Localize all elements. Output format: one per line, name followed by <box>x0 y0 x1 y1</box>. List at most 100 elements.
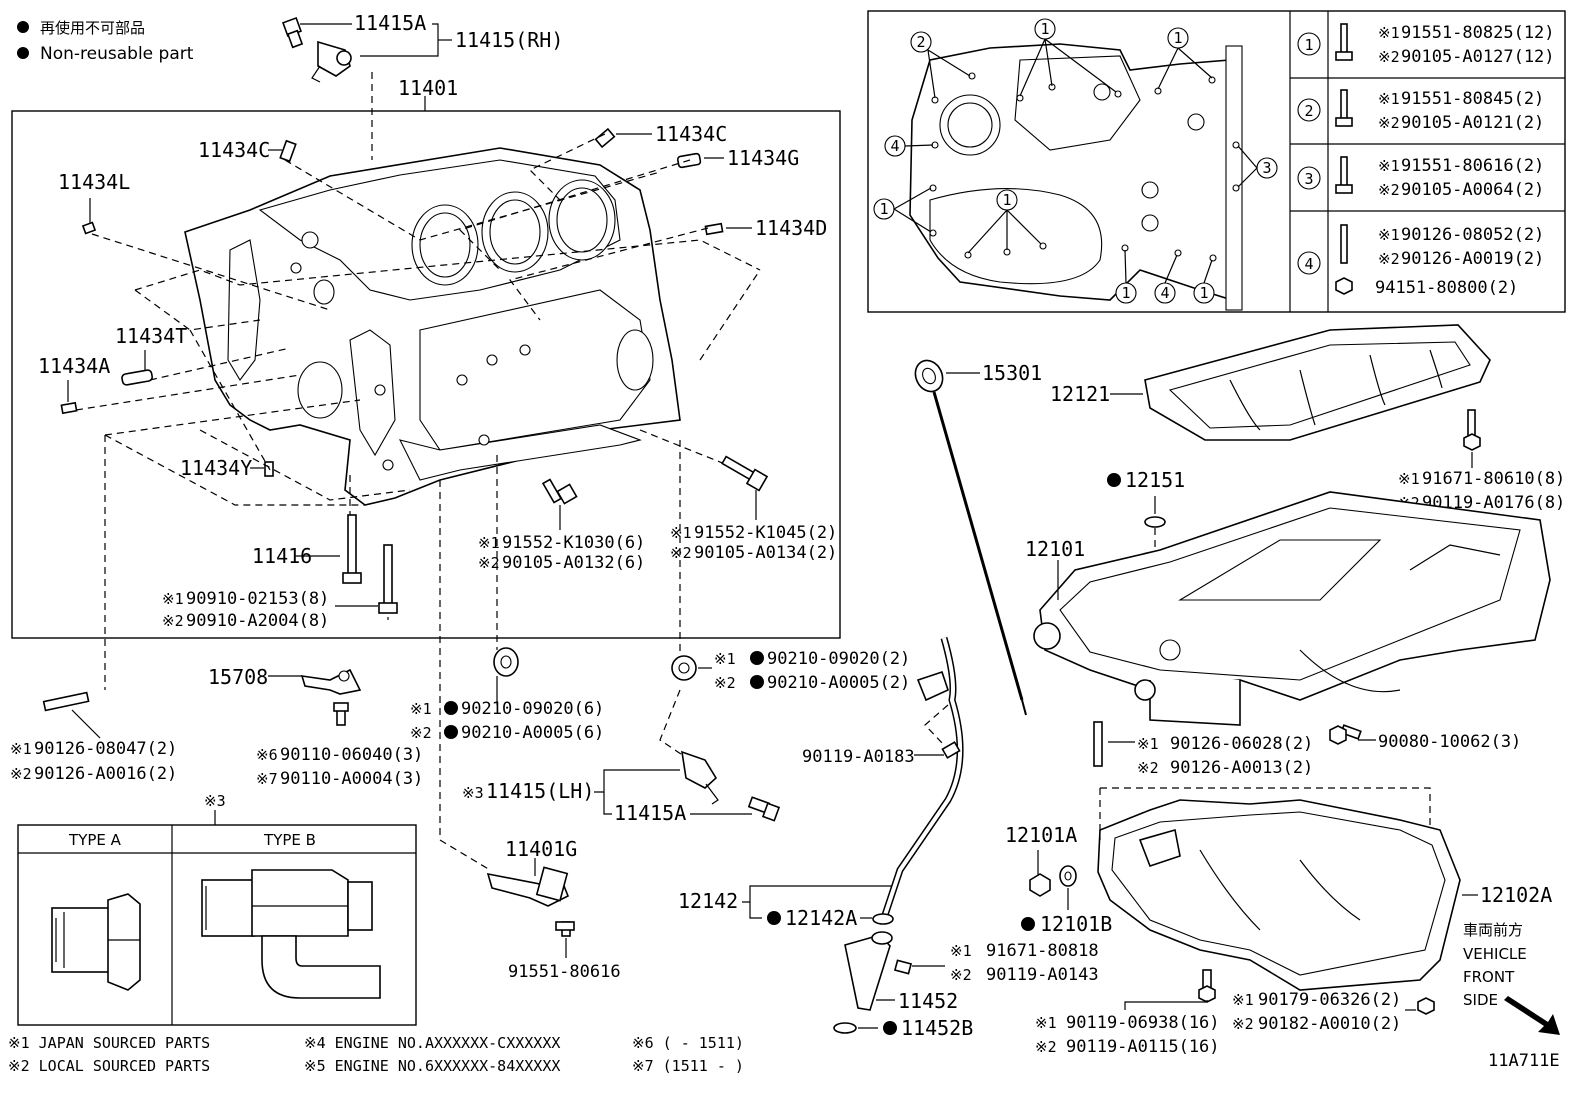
svg-text:90910-A2004(8): 90910-A2004(8) <box>186 611 329 631</box>
svg-text:90105-A0134(2): 90105-A0134(2) <box>694 543 837 563</box>
svg-text:12151: 12151 <box>1125 468 1185 492</box>
label-11401: 11401 <box>398 76 458 100</box>
washer-90210-2: ※1 90210-09020(2) ※2 90210-A0005(2) <box>671 649 910 693</box>
label-11434D: 11434D <box>755 216 827 240</box>
svg-text:90119-A0183: 90119-A0183 <box>802 747 915 767</box>
svg-text:4: 4 <box>1160 284 1169 302</box>
svg-text:90179-06326(2): 90179-06326(2) <box>1258 990 1401 1010</box>
svg-text:90910-02153(8): 90910-02153(8) <box>186 589 329 609</box>
svg-text:2: 2 <box>916 33 925 51</box>
svg-text:※2: ※2 <box>670 544 692 562</box>
svg-text:90105-A0132(6): 90105-A0132(6) <box>502 553 645 573</box>
svg-text:4: 4 <box>890 137 899 155</box>
label-11434A: 11434A <box>38 354 110 378</box>
svg-text:※1: ※1 <box>10 740 32 758</box>
pipe-11452: 11452 11452B ※1 91671-80818 ※2 90119-A01… <box>833 931 1099 1040</box>
svg-text:※2: ※2 <box>950 966 972 984</box>
svg-text:※1: ※1 <box>1378 90 1400 108</box>
svg-text:12142: 12142 <box>678 889 738 913</box>
svg-text:90210-A0005(2): 90210-A0005(2) <box>767 673 910 693</box>
legend-en: Non-reusable part <box>40 44 194 64</box>
block-dashed-guides <box>75 133 761 520</box>
callout-91552-K1045: ※1 91552-K1045(2) ※2 90105-A0134(2) <box>670 490 837 563</box>
svg-text:91671-80610(8): 91671-80610(8) <box>1422 469 1565 489</box>
label-11416: 11416 <box>252 544 312 568</box>
svg-text:90119-A0176(8): 90119-A0176(8) <box>1422 493 1565 513</box>
svg-text:※2: ※2 <box>1378 48 1400 66</box>
svg-text:90105-A0127(12): 90105-A0127(12) <box>1401 47 1555 67</box>
sensor-11401G: 11401G 91551-80616 <box>486 837 621 982</box>
svg-text:※2: ※2 <box>1378 181 1400 199</box>
upper-oil-pan-12101: 12101 <box>1025 491 1551 726</box>
footnote-2: ※2 LOCAL SOURCED PARTS <box>8 1057 210 1075</box>
label-11434G: 11434G <box>727 146 799 170</box>
footnotes: ※1 JAPAN SOURCED PARTS ※2 LOCAL SOURCED … <box>8 1034 744 1075</box>
svg-text:※2: ※2 <box>1137 759 1159 777</box>
label-11415RH: 11415(RH) <box>455 28 563 52</box>
svg-text:90126-08052(2): 90126-08052(2) <box>1401 225 1544 245</box>
legend-jp: 再使用不可部品 <box>40 19 145 37</box>
svg-text:91671-80818: 91671-80818 <box>986 941 1099 961</box>
svg-text:※2: ※2 <box>10 765 32 783</box>
svg-text:90105-A0121(2): 90105-A0121(2) <box>1401 113 1544 133</box>
svg-text:90126-A0019(2): 90126-A0019(2) <box>1401 249 1544 269</box>
label-11434C-a: 11434C <box>198 138 270 162</box>
svg-text:※7: ※7 <box>256 770 278 788</box>
svg-text:※1: ※1 <box>670 524 692 542</box>
svg-text:※1: ※1 <box>1232 991 1254 1009</box>
footnote-4: ※4 ENGINE NO.AXXXXXX-CXXXXXX <box>304 1034 560 1052</box>
washer-90210-6: ※1 90210-09020(6) ※2 90210-A0005(6) <box>410 647 604 743</box>
svg-text:※1: ※1 <box>162 590 184 608</box>
svg-text:15301: 15301 <box>982 361 1042 385</box>
svg-text:11415(LH): 11415(LH) <box>486 779 594 803</box>
svg-text:※2: ※2 <box>1378 114 1400 132</box>
svg-text:1: 1 <box>1199 284 1208 302</box>
type-box: ※3 TYPE A TYPE B <box>17 792 417 1026</box>
svg-text:12121: 12121 <box>1050 382 1110 406</box>
svg-text:3: 3 <box>1304 170 1313 188</box>
front-arrow-icon <box>1504 996 1560 1035</box>
svg-text:※3: ※3 <box>462 784 484 802</box>
svg-text:2: 2 <box>1304 102 1313 120</box>
svg-text:※1: ※1 <box>1398 470 1420 488</box>
label-11415A-top: 11415A <box>354 11 426 35</box>
drain-plug-12101A: 12101A 12101B <box>1005 823 1112 936</box>
svg-text:※1: ※1 <box>410 700 432 718</box>
svg-text:91552-K1030(6): 91552-K1030(6) <box>502 533 645 553</box>
engine-block-drawing <box>184 147 681 506</box>
svg-text:VEHICLE: VEHICLE <box>1463 945 1527 963</box>
svg-text:90105-A0064(2): 90105-A0064(2) <box>1401 180 1544 200</box>
svg-text:12101: 12101 <box>1025 537 1085 561</box>
svg-text:91551-80616(2): 91551-80616(2) <box>1401 156 1544 176</box>
oil-fitting-rh <box>282 17 352 83</box>
callout-91552-K1030: ※1 91552-K1030(6) ※2 90105-A0132(6) <box>478 505 645 573</box>
stud-90126-08047: ※1 90126-08047(2) ※2 90126-A0016(2) <box>10 691 177 784</box>
svg-text:※1: ※1 <box>1035 1014 1057 1032</box>
svg-text:90126-A0013(2): 90126-A0013(2) <box>1170 758 1313 778</box>
non-reusable-dot-icon <box>17 47 29 59</box>
svg-text:94151-80800(2): 94151-80800(2) <box>1375 278 1518 298</box>
svg-text:90126-06028(2): 90126-06028(2) <box>1170 734 1313 754</box>
svg-text:SIDE: SIDE <box>1463 991 1498 1009</box>
footnote-5: ※5 ENGINE NO.6XXXXXX-84XXXXX <box>304 1057 560 1075</box>
svg-text:90126-A0016(2): 90126-A0016(2) <box>34 764 177 784</box>
legend: 再使用不可部品 Non-reusable part <box>17 19 194 64</box>
svg-text:91551-80616: 91551-80616 <box>508 962 621 982</box>
svg-text:91551-80825(12): 91551-80825(12) <box>1401 23 1555 43</box>
label-11434L: 11434L <box>58 170 130 194</box>
svg-text:※1: ※1 <box>1378 226 1400 244</box>
svg-text:※2: ※2 <box>1035 1038 1057 1056</box>
inset-table: 1 2 3 4 ※1 91551-80825(12) ※2 90105-A012… <box>1290 11 1565 312</box>
svg-text:4: 4 <box>1304 255 1313 273</box>
svg-text:※2: ※2 <box>410 724 432 742</box>
footnote-6: ※6 ( - 1511) <box>632 1034 744 1052</box>
bracket-15708: 15708 ※6 90110-06040(3) ※7 90110-A0004(3… <box>208 665 423 789</box>
oil-fitting-lh: ※3 11415(LH) 11415A <box>462 750 781 825</box>
vehicle-front-indicator: 車両前方 VEHICLE FRONT SIDE <box>1463 921 1560 1035</box>
label-11434C-b: 11434C <box>655 122 727 146</box>
svg-text:1: 1 <box>879 200 888 218</box>
svg-text:※6: ※6 <box>256 746 278 764</box>
lower-oil-pan-12102A: 12102A <box>1097 787 1552 991</box>
svg-text:1: 1 <box>1121 284 1130 302</box>
